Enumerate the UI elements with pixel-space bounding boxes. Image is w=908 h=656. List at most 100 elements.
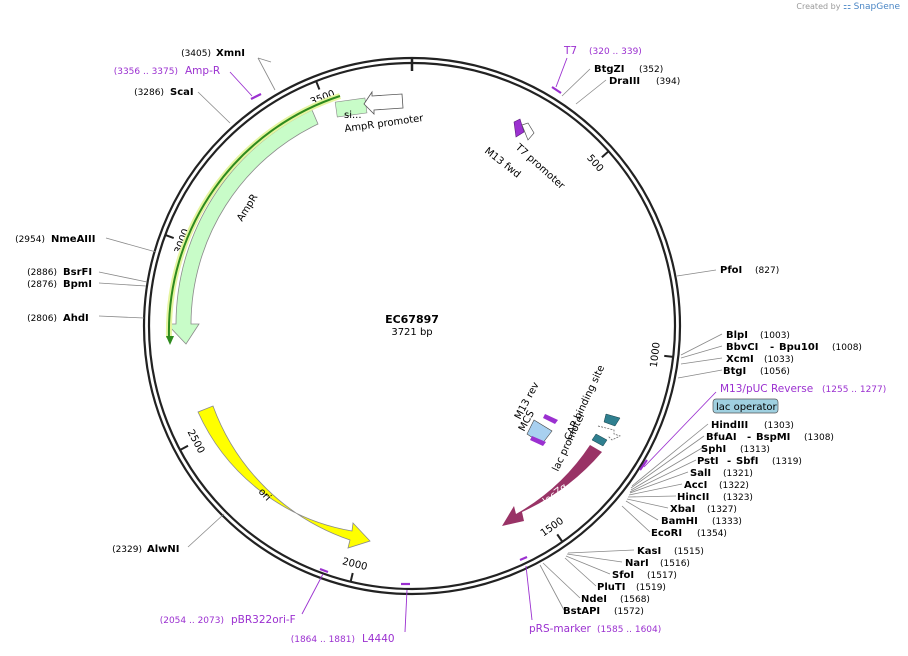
btgi-label[interactable]: BtgI <box>723 366 746 377</box>
blpi-label[interactable]: BlpI <box>726 330 748 341</box>
snapgene-logo-icon: ⚏ <box>842 2 852 12</box>
sfoi-label[interactable]: SfoI <box>612 570 634 581</box>
nari-label[interactable]: NarI <box>625 558 649 569</box>
bstapi-label[interactable]: BstAPI <box>563 606 600 617</box>
tick-mark-1000 <box>664 354 674 358</box>
m13-rev-feature-2[interactable] <box>530 436 546 446</box>
m13puc-primer-label[interactable]: M13/pUC Reverse <box>720 383 813 395</box>
ampr-promoter-feature[interactable] <box>363 90 404 115</box>
m13puc-primer-site <box>639 459 648 471</box>
draiii-label[interactable]: DraIII <box>609 76 640 87</box>
primer-sites <box>250 86 648 586</box>
pfoi-pos: (827) <box>755 266 779 276</box>
xcmi-label[interactable]: XcmI <box>726 354 754 365</box>
pbr322-primer-label[interactable]: pBR322ori-F <box>231 614 296 626</box>
bstapi-pos: (1572) <box>614 607 644 617</box>
bstapi-leader <box>539 564 565 611</box>
ampr-primer-range: (3356 .. 3375) <box>114 67 178 77</box>
tick-mark-3000 <box>164 234 175 240</box>
nmeaiii-label[interactable]: NmeAIII <box>51 234 95 245</box>
tick-label-1000: 1000 <box>649 342 663 369</box>
alwni-leader <box>187 513 225 548</box>
bfuai-leader <box>630 435 705 489</box>
pluti-label[interactable]: PluTI <box>597 582 625 593</box>
credit-prefix: Created by <box>796 2 841 11</box>
blpi-leader <box>680 333 723 356</box>
pfoi-label[interactable]: PfoI <box>720 265 742 276</box>
lacza-label: lacZα <box>541 481 570 507</box>
sali-label[interactable]: SalI <box>690 468 711 479</box>
plasmid-size: 3721 bp <box>391 327 432 338</box>
sali-pos: (1321) <box>723 469 753 479</box>
ampr-primer-label[interactable]: Amp-R <box>185 65 220 77</box>
prs-primer-label[interactable]: pRS-marker <box>529 623 592 635</box>
tick-mark-2500 <box>179 444 189 451</box>
bpu10i-label[interactable]: Bpu10I <box>779 342 819 353</box>
ampr-primer-leader <box>229 71 253 97</box>
t7-primer-label[interactable]: T7 <box>563 45 577 57</box>
psti-label[interactable]: PstI <box>697 456 719 467</box>
l4440-primer-label[interactable]: L4440 <box>362 633 395 645</box>
prs-primer-leader <box>525 565 533 621</box>
kasi-label[interactable]: KasI <box>637 546 661 557</box>
bfuai-pos: (1308) <box>804 433 834 443</box>
m13puc-primer-range: (1255 .. 1277) <box>822 385 886 395</box>
lac-operator-mark[interactable] <box>591 433 608 447</box>
bbvci-label[interactable]: BbvCI <box>726 342 758 353</box>
bamhi-pos: (1333) <box>712 517 742 527</box>
ecori-pos: (1354) <box>697 529 727 539</box>
bfuai-label[interactable]: BfuAI <box>706 432 737 443</box>
bpmi-label[interactable]: BpmI <box>63 279 92 290</box>
sali-leader <box>629 471 689 494</box>
xcmi-pos: (1033) <box>764 355 794 365</box>
ecori-leader <box>621 505 651 533</box>
m13-rev-feature[interactable] <box>543 414 558 424</box>
bspmi-label[interactable]: BspMI <box>756 432 790 443</box>
pluti-leader <box>564 557 597 587</box>
hindiii-label[interactable]: HindIII <box>711 420 748 431</box>
psti-pos: (1319) <box>772 457 802 467</box>
hincii-label[interactable]: HincII <box>677 492 709 503</box>
t7-promoter-feature[interactable] <box>521 122 535 141</box>
bsrfi-leader <box>98 271 148 283</box>
ndei-label[interactable]: NdeI <box>581 594 607 605</box>
btgi-leader <box>677 369 723 379</box>
ahdi-leader <box>98 315 145 319</box>
backbone-inner <box>147 61 677 591</box>
prs-primer-site <box>519 555 528 562</box>
sphi-label[interactable]: SphI <box>701 444 726 455</box>
tick-label-2000: 2000 <box>341 556 368 573</box>
sbfi-label[interactable]: SbfI <box>736 456 758 467</box>
bbvci-sep: - <box>770 342 774 353</box>
plasmid-name: EC67897 <box>385 313 439 326</box>
nari-pos: (1516) <box>660 559 690 569</box>
tick-mark-3500 <box>315 80 321 90</box>
ecori-label[interactable]: EcoRI <box>651 528 682 539</box>
bsrfi-label[interactable]: BsrFI <box>63 267 92 278</box>
lac-promoter-feature[interactable] <box>597 425 621 441</box>
t7-primer-leader <box>555 57 568 88</box>
tick-label-1500: 1500 <box>539 516 566 540</box>
m13-fwd-feature[interactable] <box>513 118 525 138</box>
btgzi-label[interactable]: BtgZI <box>594 64 625 75</box>
nari-leader <box>566 553 623 563</box>
lacza-feature[interactable] <box>502 445 602 526</box>
xmni-label[interactable]: XmnI <box>216 48 245 59</box>
ahdi-label[interactable]: AhdI <box>63 313 89 324</box>
pbr322-primer-leader <box>301 573 324 615</box>
snapgene-credit: Created by ⚏ SnapGene <box>796 2 900 12</box>
signal-feature[interactable] <box>167 95 341 339</box>
signal-label: si... <box>344 110 362 121</box>
acci-label[interactable]: AccI <box>684 480 707 491</box>
ori-feature[interactable] <box>197 405 371 549</box>
xmni-leader-2 <box>257 57 276 91</box>
xbai-label[interactable]: XbaI <box>670 504 695 515</box>
cap-site-feature[interactable] <box>603 413 621 427</box>
ampr-feature[interactable] <box>166 109 319 345</box>
leader-lines <box>98 57 723 611</box>
bamhi-label[interactable]: BamHI <box>661 516 698 527</box>
scai-label[interactable]: ScaI <box>170 87 194 98</box>
alwni-label[interactable]: AlwNI <box>147 544 180 555</box>
credit-brand: SnapGene <box>853 2 900 12</box>
